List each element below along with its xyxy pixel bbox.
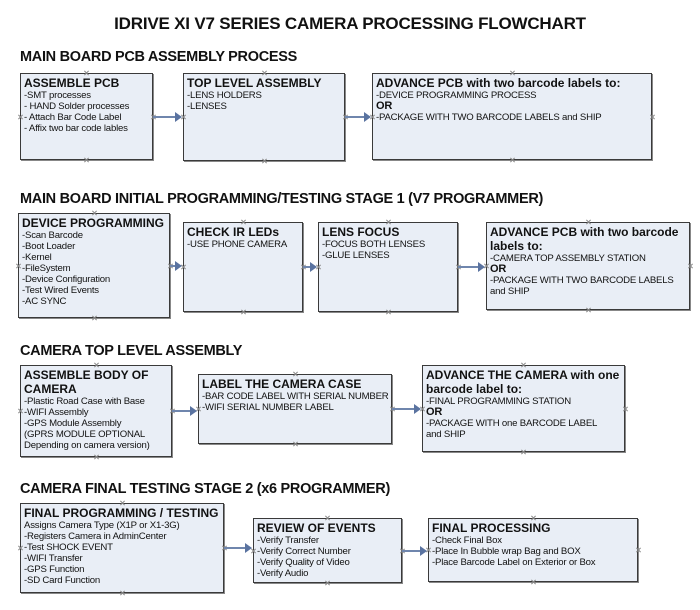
flowchart-title: IDRIVE XI V7 SERIES CAMERA PROCESSING FL…: [114, 14, 586, 33]
process-box-line: -Plastic Road Case with Base: [24, 396, 145, 407]
process-box-line: -Device Configuration: [22, 274, 111, 285]
process-box-line: -GLUE LENSES: [322, 250, 390, 261]
process-box-line: -Check Final Box: [432, 535, 502, 546]
process-box-line: - HAND Solder processes: [24, 101, 130, 112]
process-box[interactable]: CHECK IR LEDs-USE PHONE CAMERA: [183, 222, 303, 312]
process-box-line: -BAR CODE LABEL WITH SERIAL NUMBER: [202, 391, 389, 402]
process-box-line: -Kernel: [22, 252, 52, 263]
process-box-line: -Verify Transfer: [257, 535, 319, 546]
process-box-title: LENS FOCUS: [322, 225, 400, 239]
process-box-title: LABEL THE CAMERA CASE: [202, 377, 362, 391]
process-box-line: -Scan Barcode: [22, 230, 83, 241]
process-box-line: (GPRS MODULE OPTIONAL: [24, 429, 146, 440]
process-box-title: ASSEMBLE PCB: [24, 76, 120, 90]
flow-arrow: [345, 112, 371, 122]
section-heading: CAMERA FINAL TESTING STAGE 2 (x6 PROGRAM…: [20, 481, 390, 497]
process-box-line: -CAMERA TOP ASSEMBLY STATION: [490, 253, 646, 264]
process-box-line: -GPS Module Assembly: [24, 418, 122, 429]
flow-arrow: [458, 262, 485, 272]
process-box-line: OR: [376, 100, 393, 112]
process-box-title: REVIEW OF EVENTS: [257, 521, 376, 535]
process-box-line: OR: [426, 406, 443, 418]
process-box-line: -PACKAGE WITH TWO BARCODE LABELS and SHI…: [376, 112, 602, 123]
process-box-line: -GPS Function: [24, 564, 85, 575]
process-box-title: TOP LEVEL ASSEMBLY: [187, 76, 322, 90]
process-box-line: -Test SHOCK EVENT: [24, 542, 113, 553]
process-box-line: -Test Wired Events: [22, 285, 99, 296]
process-box-title: FINAL PROCESSING: [432, 521, 551, 535]
process-box-line: -SMT processes: [24, 90, 91, 101]
process-box-title: ADVANCE PCB with two barcode labels to:: [490, 225, 679, 253]
process-box-title: ADVANCE PCB with two barcode labels to:: [376, 76, 621, 90]
process-box-line: and SHIP: [426, 429, 466, 440]
process-box-title: ASSEMBLE BODY OF CAMERA: [24, 368, 149, 396]
process-box-line: -FileSystem: [22, 263, 71, 274]
flow-arrow: [224, 543, 252, 553]
process-box-line: Depending on camera version): [24, 440, 150, 451]
process-box-line: -Verify Correct Number: [257, 546, 351, 557]
process-box-line: -PACKAGE WITH one BARCODE LABEL: [426, 418, 598, 429]
process-box[interactable]: ADVANCE THE CAMERA with one barcode labe…: [422, 365, 625, 452]
process-box-line: - Attach Bar Code Label: [24, 112, 122, 123]
process-box[interactable]: REVIEW OF EVENTS-Verify Transfer-Verify …: [253, 518, 402, 583]
process-box[interactable]: ASSEMBLE BODY OF CAMERA-Plastic Road Cas…: [20, 365, 172, 457]
process-box-line: -Boot Loader: [22, 241, 76, 252]
flow-arrow: [170, 260, 182, 271]
process-box-line: -Place Barcode Label on Exterior or Box: [432, 557, 596, 568]
flow-arrow: [303, 262, 317, 272]
process-box-title: ADVANCE THE CAMERA with one barcode labe…: [426, 368, 620, 396]
process-box[interactable]: ASSEMBLE PCB -SMT processes - HAND Solde…: [20, 73, 153, 160]
process-box[interactable]: DEVICE PROGRAMMING-Scan Barcode-Boot Loa…: [18, 213, 170, 318]
process-box-line: -AC SYNC: [22, 296, 67, 307]
process-box[interactable]: FINAL PROCESSING -Check Final Box-Place …: [428, 518, 638, 582]
process-box-line: OR: [490, 263, 507, 275]
flow-arrow: [172, 406, 197, 416]
process-box-line: -SD Card Function: [24, 575, 101, 586]
section-heading: CAMERA TOP LEVEL ASSEMBLY: [20, 343, 243, 359]
process-box-line: -FOCUS BOTH LENSES: [322, 239, 426, 250]
process-box[interactable]: ADVANCE PCB with two barcode labels to:-…: [372, 73, 652, 160]
process-box[interactable]: TOP LEVEL ASSEMBLY-LENS HOLDERS-LENSES: [183, 73, 345, 161]
process-box-line: -WIFI SERIAL NUMBER LABEL: [202, 402, 334, 413]
process-box-title: DEVICE PROGRAMMING: [22, 216, 165, 230]
process-box[interactable]: ADVANCE PCB with two barcode labels to:-…: [486, 222, 690, 310]
process-box-title: FINAL PROGRAMMING / TESTING: [24, 506, 219, 520]
process-box-line: -LENSES: [187, 101, 227, 112]
process-box-line: -USE PHONE CAMERA: [187, 239, 288, 250]
process-box-line: -WIFI Assembly: [24, 407, 89, 418]
flow-arrow: [392, 404, 421, 414]
process-box[interactable]: LENS FOCUS-FOCUS BOTH LENSES-GLUE LENSES: [318, 222, 458, 312]
process-box-line: -Registers Camera in AdminCenter: [24, 531, 167, 542]
process-box-line: and SHIP: [490, 286, 530, 297]
process-box-title: CHECK IR LEDs: [187, 225, 280, 239]
process-box-line: - Affix two bar code lables: [24, 123, 128, 134]
section-heading: MAIN BOARD INITIAL PROGRAMMING/TESTING S…: [20, 191, 544, 207]
process-box-line: -Verify Quality of Video: [257, 557, 350, 568]
flow-arrow: [153, 111, 182, 122]
process-box-line: -PACKAGE WITH TWO BARCODE LABELS: [490, 275, 674, 286]
process-box-line: -Verify Audio: [257, 568, 309, 579]
process-box-line: -DEVICE PROGRAMMING PROCESS: [376, 90, 537, 101]
process-box-line: -FINAL PROGRAMMING STATION: [426, 396, 571, 407]
process-box-line: Assigns Camera Type (X1P or X1-3G): [24, 520, 180, 531]
process-box[interactable]: LABEL THE CAMERA CASE-BAR CODE LABEL WIT…: [198, 374, 392, 444]
process-box-line: -LENS HOLDERS: [187, 90, 262, 101]
section-heading: MAIN BOARD PCB ASSEMBLY PROCESS: [20, 49, 297, 65]
process-box-line: -Place In Bubble wrap Bag and BOX: [432, 546, 581, 557]
flow-arrow: [402, 545, 427, 556]
process-box-line: -WIFI Transfer: [24, 553, 83, 564]
